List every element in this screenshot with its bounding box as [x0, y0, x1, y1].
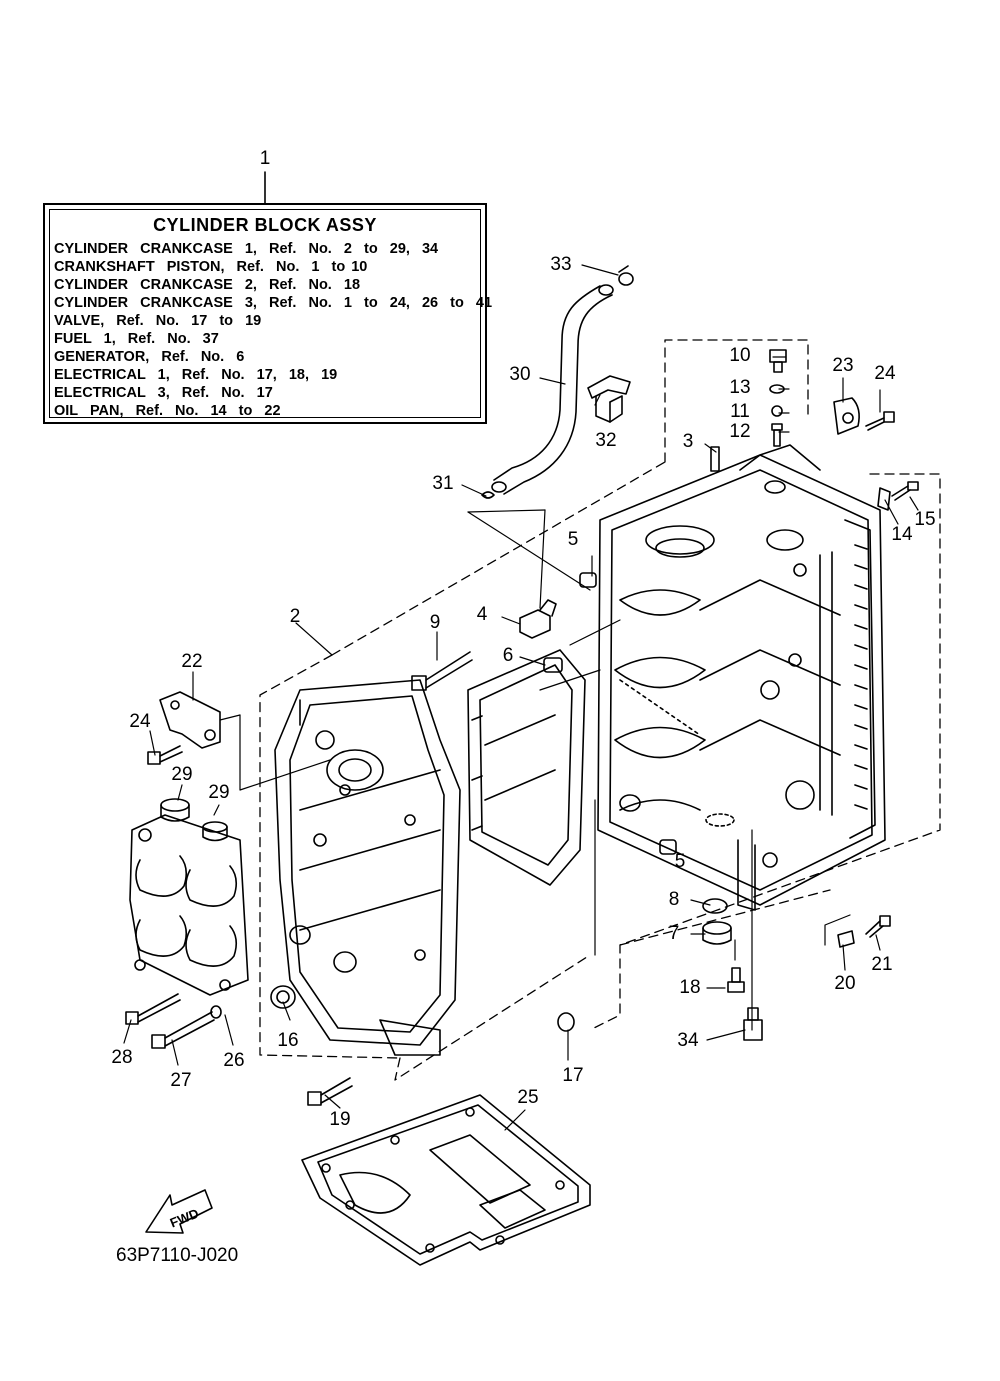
callout-number: 14: [891, 524, 913, 545]
part-28-bolt: [125, 993, 181, 1025]
part-3-dowel: [710, 446, 720, 472]
legend-line: GENERATOR, Ref. No. 6: [54, 349, 245, 365]
part-12-bolt: [771, 423, 783, 447]
callout-number: 5: [674, 851, 686, 872]
callout-number: 2: [289, 606, 301, 627]
legend-line: VALVE, Ref. No. 17 to 19: [54, 313, 262, 329]
callout-number: 24: [129, 711, 151, 732]
callout-number: 30: [509, 364, 531, 385]
legend-line: FUEL 1, Ref. No. 37: [54, 331, 219, 347]
callout-number: 27: [170, 1070, 192, 1091]
part-21-bolt: [865, 915, 891, 938]
callout-number: 9: [429, 612, 441, 633]
part-7-plug: [702, 921, 732, 945]
part-32-holder: [587, 375, 631, 423]
callout-number: 25: [517, 1087, 539, 1108]
callout-number: 29: [171, 764, 193, 785]
part-9-bolt: [411, 651, 473, 691]
fwd-arrow: [145, 1189, 213, 1234]
part-24-bolt-top: [865, 411, 895, 431]
callout-number: 10: [729, 345, 751, 366]
part-19-bolt: [307, 1077, 353, 1106]
callout-number: 19: [329, 1109, 351, 1130]
part-34-fitting: [743, 1007, 763, 1041]
part-main-cylinder-block: [597, 444, 886, 911]
callout-number: 22: [181, 651, 203, 672]
assembly-legend-box: CYLINDER BLOCK ASSY CYLINDER CRANKCASE 1…: [43, 203, 492, 424]
part-4-fitting: [519, 599, 557, 639]
connector-lines: [219, 619, 851, 1031]
legend-line: CYLINDER CRANKCASE 2, Ref. No. 18: [54, 277, 361, 293]
callout-number: 4: [476, 604, 488, 625]
part-27-bolt: [151, 1011, 215, 1049]
callout-number: 1: [259, 148, 271, 169]
callout-number: 3: [682, 431, 694, 452]
callout-number: 8: [668, 889, 680, 910]
legend-line: ELECTRICAL 3, Ref. No. 17: [54, 385, 273, 401]
part-13-washer: [769, 384, 785, 394]
callout-number: 33: [550, 254, 572, 275]
callout-number: 18: [679, 977, 701, 998]
legend-title: CYLINDER BLOCK ASSY: [153, 215, 377, 235]
part-2-crankcase: [274, 679, 461, 1056]
callout-number: 6: [502, 645, 514, 666]
callout-number: 28: [111, 1047, 133, 1068]
part-10-plug: [769, 349, 787, 373]
part-22-bracket: [159, 691, 221, 749]
legend-inner-border: [49, 209, 481, 418]
fwd-label: FWD: [168, 1206, 201, 1231]
callout-number: 21: [871, 954, 893, 975]
legend-line: CYLINDER CRANKCASE 3, Ref. No. 1 to 24, …: [54, 295, 493, 311]
part-31-clip: [481, 491, 495, 499]
part-5-dowel-lower: [659, 839, 677, 855]
callout-number: 29: [208, 782, 230, 803]
legend-line: CYLINDER CRANKCASE 1, Ref. No. 2 to 29, …: [54, 241, 439, 257]
part-5-dowel-upper: [579, 572, 597, 588]
callout-number: 24: [874, 363, 896, 384]
diagram-reference-code: 63P7110-J020: [116, 1245, 239, 1266]
callout-number: 15: [914, 509, 936, 530]
part-23-bracket: [833, 397, 860, 435]
callout-number: 23: [832, 355, 854, 376]
callout-number: 5: [567, 529, 579, 550]
callout-number: 11: [730, 401, 750, 422]
part-17-oring: [557, 1012, 575, 1032]
callout-number: 34: [677, 1030, 699, 1051]
legend-line: CRANKSHAFT PISTON, Ref. No. 1 to 10: [54, 259, 368, 275]
callout-number: 31: [432, 473, 454, 494]
part-6-sleeve: [543, 657, 563, 673]
callout-number: 16: [277, 1030, 299, 1051]
dashed-frame-right: [589, 339, 941, 1031]
callout-number: 32: [595, 430, 617, 451]
callout-number: 13: [729, 377, 751, 398]
part-16-seal: [270, 985, 296, 1009]
dashed-frame-left: [259, 461, 666, 1081]
legend-line: ELECTRICAL 1, Ref. No. 17, 18, 19: [54, 367, 338, 383]
part-11-ring: [771, 405, 783, 417]
callout-number: 26: [223, 1050, 245, 1071]
part-15-bolt: [891, 481, 919, 501]
part-25-gasket: [301, 1094, 591, 1266]
part-24-bolt-left: [147, 745, 183, 765]
part-14-clip: [877, 487, 891, 511]
part-33-clip: [618, 265, 634, 286]
part-8-oring: [702, 898, 728, 914]
part-center-plate: [467, 649, 586, 886]
part-30-hose: [491, 284, 614, 495]
part-18-bolt: [727, 967, 745, 993]
part-left-housing: [129, 814, 249, 996]
part-20-clip: [837, 930, 855, 948]
callout-number: 20: [834, 973, 856, 994]
part-26-washer: [210, 1005, 222, 1019]
callout-number: 12: [729, 421, 751, 442]
callout-number: 17: [562, 1065, 584, 1086]
legend-line: OIL PAN, Ref. No. 14 to 22: [54, 403, 281, 419]
callout-number: 7: [668, 923, 680, 944]
